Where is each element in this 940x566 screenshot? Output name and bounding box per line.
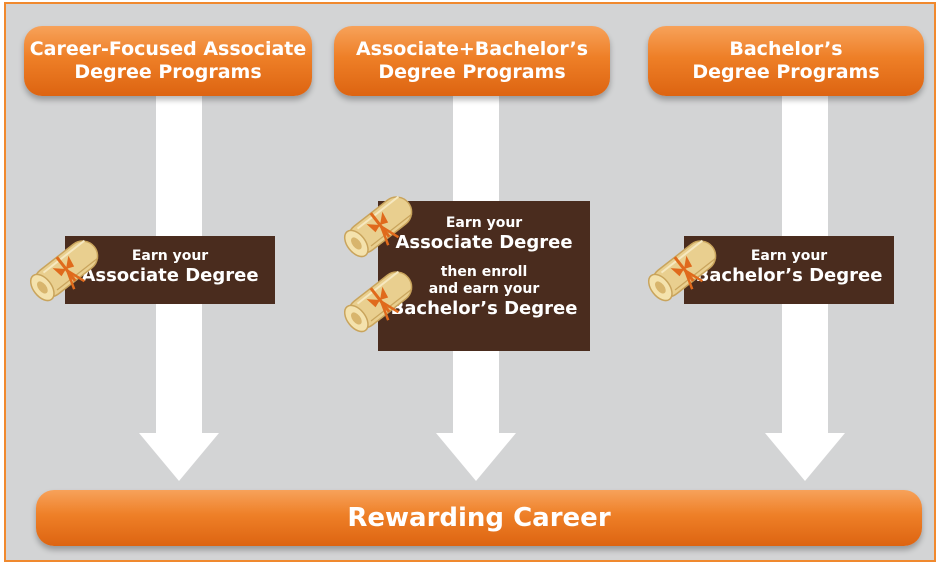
arrow-head-col2 bbox=[436, 433, 516, 481]
step-small-text: then enroll bbox=[440, 264, 528, 280]
step-small-text: Earn your bbox=[445, 215, 523, 231]
arrow-head-col3 bbox=[765, 433, 845, 481]
step-box-col2: Earn your Associate Degree then enroll a… bbox=[378, 201, 590, 351]
outcome-banner: Rewarding Career bbox=[36, 490, 922, 546]
arrow-head-col1 bbox=[139, 433, 219, 481]
column-header-bachelors: Bachelor’s Degree Programs bbox=[648, 26, 924, 96]
column-header-line: Degree Programs bbox=[74, 61, 262, 83]
step-box-col1: Earn your Associate Degree bbox=[65, 236, 275, 304]
step-small-text: Earn your bbox=[131, 248, 209, 264]
diploma-scroll-icon bbox=[16, 224, 116, 314]
column-header-associate-bachelors: Associate+Bachelor’s Degree Programs bbox=[334, 26, 610, 96]
step-large-text: Bachelor’s Degree bbox=[695, 265, 883, 286]
step-small-text: and earn your bbox=[428, 281, 540, 297]
outcome-label: Rewarding Career bbox=[347, 503, 611, 533]
column-header-line: Degree Programs bbox=[692, 61, 880, 83]
step-small-text: Earn your bbox=[750, 248, 828, 264]
diploma-scroll-icon bbox=[634, 224, 734, 314]
column-header-line: Career-Focused Associate bbox=[29, 38, 307, 60]
column-header-line: Bachelor’s bbox=[729, 38, 843, 60]
column-header-associate: Career-Focused Associate Degree Programs bbox=[24, 26, 312, 96]
diploma-scroll-icon bbox=[330, 255, 430, 345]
step-large-text: Associate Degree bbox=[81, 265, 259, 286]
column-header-line: Associate+Bachelor’s bbox=[355, 38, 589, 60]
step-box-col3: Earn your Bachelor’s Degree bbox=[684, 236, 894, 304]
step-large-text: Bachelor’s Degree bbox=[390, 298, 578, 319]
column-header-line: Degree Programs bbox=[378, 61, 566, 83]
step-large-text: Associate Degree bbox=[395, 232, 573, 253]
